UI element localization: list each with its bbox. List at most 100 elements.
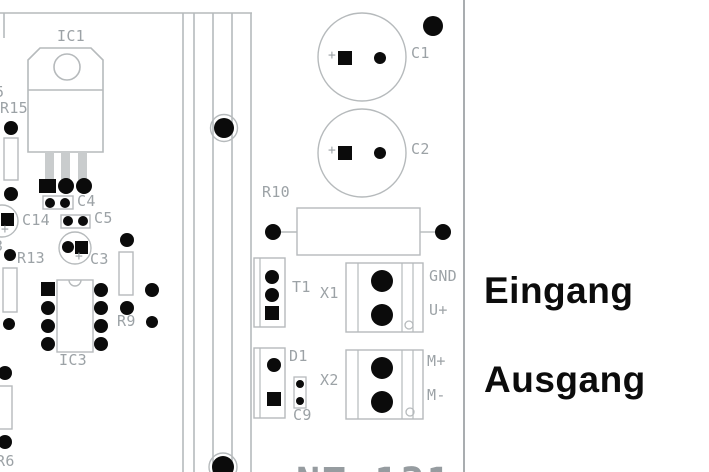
solder-pad (94, 319, 108, 333)
c5-component (60, 214, 91, 229)
solder-pad (265, 288, 279, 302)
square-pad (39, 179, 56, 193)
solder-pad (214, 118, 234, 138)
solder-pad (94, 283, 108, 297)
ic1-outline (27, 47, 104, 153)
solder-pad (4, 249, 16, 261)
polarity-plus-c1: + (328, 48, 336, 63)
solder-pad (145, 283, 159, 297)
solder-pad (58, 178, 74, 194)
terminal-pad (371, 304, 393, 326)
solder-pad (94, 337, 108, 351)
refdes-c3: C3 (90, 250, 109, 268)
pin-label-mplus: M+ (427, 352, 446, 370)
t1-outline (253, 257, 286, 328)
input-annotation: Eingang (484, 270, 634, 311)
resistor-body (0, 385, 13, 430)
square-pad (1, 213, 14, 226)
refdes-x2: X2 (320, 371, 339, 389)
refdes-fragment-mid: 3 (0, 239, 3, 254)
polarity-plus-c14: + (1, 222, 9, 237)
square-pad (338, 146, 352, 160)
refdes-c5: C5 (94, 209, 113, 227)
solder-pad (296, 380, 304, 388)
solder-pad (423, 16, 443, 36)
c14-component (0, 204, 19, 238)
polarity-plus-c2: + (328, 143, 336, 158)
square-pad (265, 306, 279, 320)
r10-component (265, 207, 451, 256)
solder-pad (120, 233, 134, 247)
solder-pad (265, 270, 279, 284)
square-pad (41, 282, 55, 296)
solder-pad (374, 52, 386, 64)
ic3-outline (56, 279, 94, 353)
solder-pad (0, 366, 12, 380)
refdes-c4: C4 (77, 192, 96, 210)
ic1-leg (61, 152, 70, 180)
x2-outline (345, 349, 424, 420)
index-hole (404, 320, 414, 330)
polarity-plus-c3: + (75, 249, 83, 264)
solder-pad (265, 224, 281, 240)
solder-pad (45, 198, 55, 208)
pad-ring (208, 452, 238, 472)
refdes-ic3: IC3 (59, 351, 87, 369)
solder-pad (41, 337, 55, 351)
solder-pad (374, 147, 386, 159)
c9-component (293, 376, 307, 409)
solder-pad (78, 216, 88, 226)
square-pad (267, 392, 281, 406)
solder-pad (212, 456, 234, 472)
solder-pad (0, 435, 12, 449)
x1-terminal-block (345, 262, 424, 333)
terminal-pad (371, 391, 393, 413)
terminal-pad (371, 357, 393, 379)
refdes-r10: R10 (262, 183, 290, 201)
refdes-c14: C14 (22, 211, 50, 229)
board-id-text: NT 131 (296, 463, 453, 472)
resistor-body (296, 207, 421, 256)
t1-component (253, 257, 286, 328)
terminal-pad (371, 270, 393, 292)
cap-outline (60, 214, 91, 229)
solder-pad (435, 224, 451, 240)
refdes-fragment-top: 5 (0, 85, 4, 100)
cap-outline (58, 231, 92, 265)
x2-terminal-block (345, 349, 424, 420)
solder-pad (62, 241, 74, 253)
solder-pad (76, 178, 92, 194)
refdes-c1: C1 (411, 44, 430, 62)
refdes-r15: R15 (0, 99, 28, 117)
pin-label-mminus: M- (427, 386, 446, 404)
solder-pad (94, 301, 108, 315)
square-pad (338, 51, 352, 65)
r15-component (3, 121, 19, 201)
refdes-r9: R9 (117, 312, 136, 330)
r13-component (2, 249, 18, 330)
solder-pad (63, 216, 73, 226)
pad-ring (209, 113, 239, 143)
solder-pad (120, 301, 134, 315)
d1-component (253, 347, 286, 419)
ic3-notch (68, 279, 82, 287)
r9-component (118, 233, 159, 328)
ic1-leg (78, 152, 87, 180)
refdes-r13: R13 (17, 249, 45, 267)
refdes-d1: D1 (289, 347, 308, 365)
pin-label-gnd: GND (429, 267, 457, 285)
square-pad (75, 241, 88, 254)
output-annotation: Ausgang (484, 359, 646, 400)
index-hole (405, 407, 415, 417)
refdes-x1: X1 (320, 284, 339, 302)
d1-outline (253, 347, 286, 419)
c3-component (58, 231, 92, 265)
solder-pad (4, 121, 18, 135)
solder-pad (60, 198, 70, 208)
r6-component (0, 366, 13, 449)
refdes-t1: T1 (292, 278, 311, 296)
x1-outline (345, 262, 424, 333)
cap-outline (42, 195, 74, 210)
